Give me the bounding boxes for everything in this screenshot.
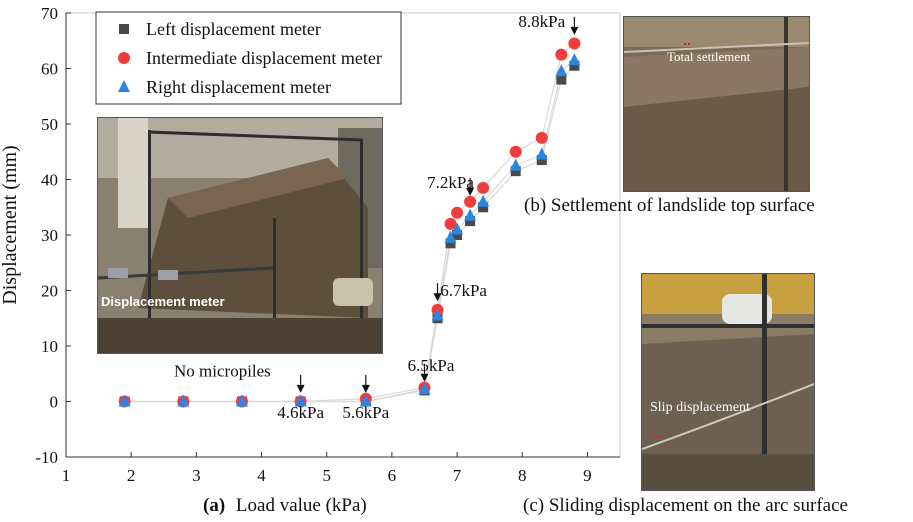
data-point-triangle [568, 53, 581, 66]
annotation-arrow-head [420, 373, 429, 382]
caption-a: (a) Load value (kPa) [203, 495, 367, 517]
data-point-circle [451, 206, 464, 219]
data-point-square [465, 216, 476, 227]
axes: 1 2 3 4 5 6 7 8 9 -10 0 10 20 30 40 50 60 70Displacement … [0, 4, 620, 485]
top-surface-illustration [624, 17, 809, 191]
legend-entry: Intermediate displacement meter [146, 48, 382, 68]
data-point-circle [477, 181, 490, 194]
legend-marker-triangle [118, 80, 130, 92]
data-point-square [478, 202, 489, 213]
data-point-square [445, 238, 456, 249]
data-point-square [510, 166, 521, 177]
slip-displacement-label: Slip displacement [650, 400, 750, 415]
x-tick-label: 3 [192, 466, 201, 485]
data-point-triangle [359, 394, 372, 407]
data-point-triangle [118, 394, 131, 407]
caption-c: (c) Sliding displacement on the arc surf… [523, 495, 848, 516]
data-point-triangle [235, 394, 248, 407]
total-settlement-label: Total settlement [667, 49, 751, 64]
apparatus-illustration [98, 118, 382, 353]
data-point-circle [568, 37, 581, 50]
annotation-label: 7.2kPa [427, 173, 474, 192]
data-point-circle [444, 217, 457, 230]
y-tick-label: 10 [41, 337, 58, 356]
legend-box [95, 11, 402, 105]
annotation-label: 6.7kPa [440, 281, 487, 300]
x-tick-label: 6 [388, 466, 397, 485]
annotation-label: 5.6kPa [342, 403, 389, 422]
data-point-circle [535, 131, 548, 144]
displacement-meter-label: Displacement meter [101, 294, 225, 309]
data-point-triangle [431, 308, 444, 321]
caption-a-text: Load value (kPa) [235, 495, 367, 516]
data-point-circle [464, 195, 477, 208]
annotations: No micropiles 4.6kPa 5.6kPa 6.5kPa 6.7kPa 7.2… [174, 12, 579, 422]
data-point-circle [509, 145, 522, 158]
x-tick-label: 2 [127, 466, 136, 485]
y-tick-label: 30 [41, 226, 58, 245]
x-tick-label: 7 [453, 466, 462, 485]
annotation-label: 8.8kPa [518, 12, 565, 31]
legend-marker-square [119, 24, 129, 34]
data-point-triangle [464, 208, 477, 221]
y-tick-label: 70 [41, 4, 58, 23]
data-point-triangle [477, 194, 490, 207]
slip-surface-illustration [642, 274, 814, 490]
data-point-triangle [177, 394, 190, 407]
annotation-arrow-head [466, 187, 475, 196]
annotation-label: 4.6kPa [277, 403, 324, 422]
caption-b: (b) Settlement of landslide top surface [524, 195, 815, 216]
annotation-arrow-head [296, 384, 305, 393]
data-point-square [452, 230, 463, 240]
annotation-arrow-head [361, 384, 370, 393]
data-point-square [569, 60, 580, 71]
x-tick-label: 8 [518, 466, 527, 485]
legend-marker-circle [118, 52, 130, 64]
data-point-square [556, 74, 567, 85]
x-tick-label: 9 [583, 466, 592, 485]
y-tick-label: 60 [41, 60, 58, 79]
annotation-arrow-head [433, 293, 442, 302]
photo-slip-surface: Slip displacement [641, 273, 815, 491]
data-point-triangle [294, 394, 307, 407]
data-point-circle [555, 48, 568, 61]
y-tick-label: 0 [50, 393, 59, 412]
legend-entry: Left displacement meter [146, 19, 321, 39]
data-point-triangle [451, 222, 464, 235]
caption-a-prefix: (a) [203, 495, 226, 516]
x-tick-label: 5 [322, 466, 331, 485]
legend-entry: Right displacement meter [146, 77, 331, 97]
data-point-triangle [535, 147, 548, 160]
data-point-triangle [418, 382, 431, 395]
data-point-square [536, 155, 547, 166]
annotation-arrow-head [570, 26, 579, 35]
data-points [118, 37, 581, 408]
y-tick-label: -10 [35, 448, 58, 467]
x-tick-label: 4 [257, 466, 266, 485]
y-tick-label: 50 [41, 115, 58, 134]
data-point-triangle [509, 158, 522, 171]
photo-top-surface: Total settlement [623, 16, 810, 192]
annotation-label: 6.5kPa [408, 356, 455, 375]
data-point-triangle [555, 64, 568, 77]
y-axis-label: Displacement (mm) [0, 145, 21, 304]
data-point-triangle [444, 230, 457, 243]
y-tick-label: 20 [41, 282, 58, 301]
y-tick-label: 40 [41, 171, 58, 190]
annotation-label: No micropiles [174, 362, 271, 381]
x-tick-label: 1 [62, 466, 71, 485]
photo-model-apparatus: Displacement meter [97, 117, 383, 354]
